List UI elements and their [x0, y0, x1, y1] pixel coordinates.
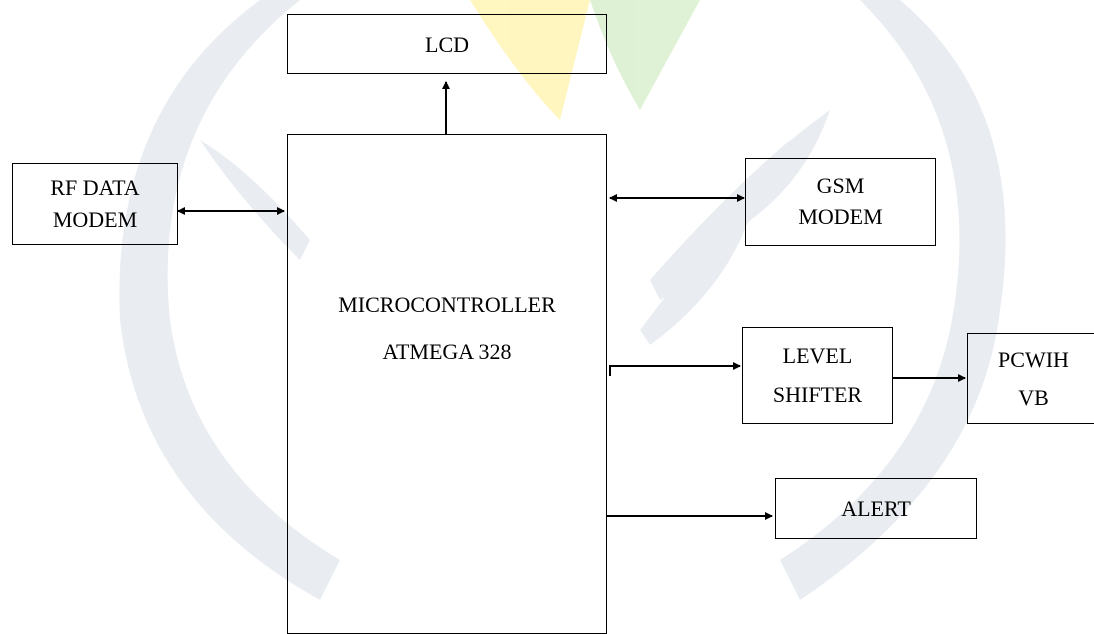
- rf-modem-label-line2: MODEM: [52, 207, 138, 232]
- level-shifter-label-line1: LEVEL: [782, 343, 853, 368]
- lcd-label: LCD: [425, 31, 469, 57]
- microcontroller-model-label: ATMEGA 328: [382, 339, 512, 365]
- pc-label-line2: VB: [1018, 384, 1049, 410]
- watermark-leaf-4: [200, 140, 310, 260]
- level-shifter-block: LEVEL SHIFTER: [742, 327, 893, 424]
- watermark-leaf-2: [650, 140, 790, 300]
- gsm-modem-block: GSM MODEM: [745, 158, 936, 246]
- microcontroller-block: MICROCONTROLLER ATMEGA 328: [287, 134, 607, 634]
- watermark-leaf-3: [700, 110, 830, 245]
- watermark-leaf-1: [640, 180, 760, 345]
- watermark-ring-right: [780, 0, 1006, 600]
- pc-block: PCWIH VB: [967, 333, 1094, 424]
- alert-label: ALERT: [841, 496, 911, 521]
- alert-block: ALERT: [775, 478, 977, 539]
- gsm-modem-label-line2: MODEM: [798, 204, 883, 229]
- rf-data-modem-block: RF DATA MODEM: [12, 163, 178, 245]
- microcontroller-label: MICROCONTROLLER: [338, 292, 556, 317]
- watermark-logo-yellow: [470, 0, 590, 120]
- rf-modem-label-line1: RF DATA: [50, 175, 140, 201]
- arrow-mcu-to-level-shifter: [609, 362, 741, 376]
- gsm-modem-label-line1: GSM: [816, 173, 865, 199]
- level-shifter-label-line2: SHIFTER: [772, 381, 863, 407]
- lcd-block: LCD: [287, 14, 607, 74]
- pc-label-line1: PCWIH: [998, 347, 1069, 373]
- watermark-logo-green: [590, 0, 700, 110]
- watermark-ring-left: [119, 0, 340, 600]
